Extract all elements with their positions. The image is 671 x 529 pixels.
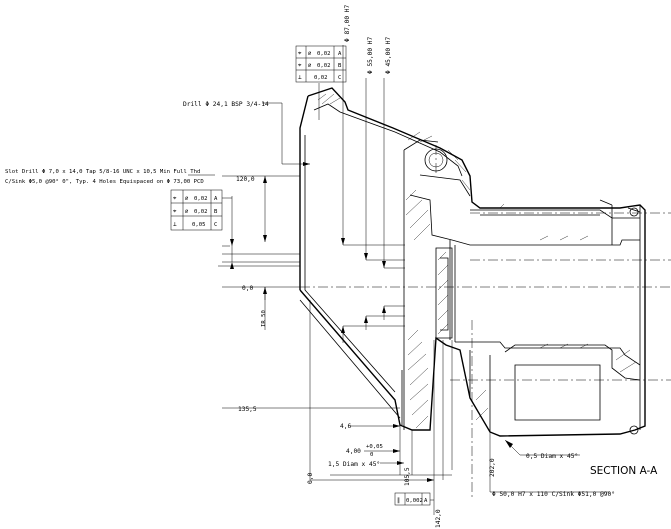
fcf-top-row1-val: 0,02 — [317, 51, 330, 57]
fcf-left-row3-val: 0,05 — [192, 222, 205, 228]
fcf-top-row3-sym: ⊥ — [298, 74, 302, 81]
fcf-bottom-sym: ∥ — [397, 497, 400, 504]
dim-chamfer-15: 1,5 Diam x 45° — [328, 460, 380, 468]
dim-2020: 202,0 — [489, 458, 496, 477]
fcf-bottom-ref: A — [424, 498, 428, 504]
fcf-left-row2-cz: ⌀ — [185, 209, 189, 215]
center-lines — [300, 145, 671, 500]
fcf-top-row3-ref: C — [338, 75, 341, 81]
drill-note: Drill Φ 24,1 BSP 3/4-14 — [183, 101, 269, 108]
fcf-left-row1-val: 0,02 — [194, 196, 207, 202]
dim-r50: IR 50 — [261, 310, 267, 327]
fcf-left-row1-ref: A — [214, 196, 218, 202]
fcf-left-row3-ref: C — [214, 222, 217, 228]
section-hatching — [317, 93, 637, 429]
fcf-left-row1-sym: ⌖ — [173, 195, 177, 202]
fcf-left-row1-cz: ⌀ — [185, 196, 189, 202]
dim-tol-upper: +0,05 — [366, 444, 383, 450]
fcf-top-row1-ref: A — [338, 51, 342, 57]
fcf-left — [170, 189, 223, 231]
part-outline — [299, 87, 646, 437]
fcf-top-row1-cz: ⌀ — [308, 51, 312, 57]
dim-1055: 105,5 — [404, 467, 411, 486]
dim-1420: 142,0 — [435, 509, 442, 528]
fcf-top-row3-val: 0,02 — [314, 75, 327, 81]
diameter-87-label: Φ 87,00 H7 — [344, 4, 351, 42]
fcf-left-row2-val: 0,02 — [194, 209, 207, 215]
fcf-top-row2-cz: ⌀ — [308, 63, 312, 69]
dim-1355: 135,5 — [238, 406, 257, 413]
slot-drill-note-2: C/Sink Φ5,0 @90° 0", Typ. 4 Holes Equisp… — [5, 179, 204, 185]
bore-note: Φ 50,0 H7 x 110 C/Sink Φ51,0 @90° — [492, 490, 615, 498]
dimension-lines — [188, 45, 610, 515]
diameter-55-label: Φ 55,00 H7 — [367, 36, 374, 74]
dim-tol-lower: 0 — [370, 452, 373, 458]
fcf-top-row2-sym: ⌖ — [298, 62, 302, 69]
section-title: SECTION A-A — [590, 465, 658, 477]
slot-drill-note: Slot Drill Φ 7,0 x 14,0 Tap 5/8-16 UNC x… — [5, 169, 200, 175]
fcf-top-row2-ref: B — [338, 63, 342, 69]
dim-0-left: 0,0 — [242, 285, 253, 292]
fcf-bottom-val: 0,002 — [406, 498, 423, 504]
dim-46: 4,6 — [340, 423, 351, 430]
fcf-left-row3-sym: ⊥ — [173, 221, 177, 228]
dim-120: 120,0 — [236, 176, 255, 183]
dim-400: 4,00 — [346, 448, 361, 455]
dim-chamfer-05: 0,5 Diam x 45° — [526, 452, 578, 460]
fcf-bottom — [394, 492, 431, 506]
fcf-top-row1-sym: ⌖ — [298, 50, 302, 57]
fcf-top-row2-val: 0,02 — [317, 63, 330, 69]
fcf-top — [295, 45, 347, 83]
diameter-45-label: Φ 45,00 H7 — [385, 36, 392, 74]
arrow-heads — [230, 162, 513, 482]
dim-0-bottom: 0,0 — [307, 473, 314, 484]
fcf-left-row2-ref: B — [214, 209, 218, 215]
fcf-left-row2-sym: ⌖ — [173, 208, 177, 215]
